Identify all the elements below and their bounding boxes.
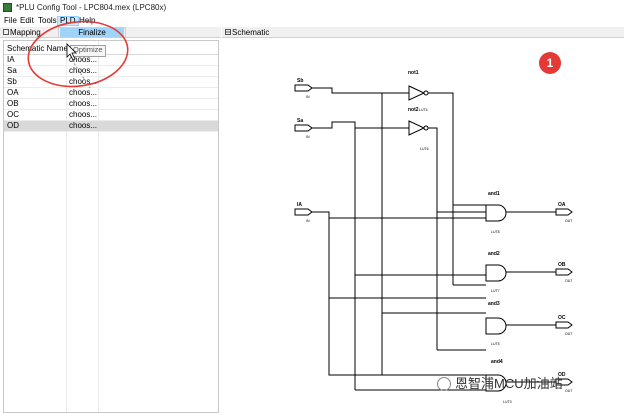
tab-schematic[interactable]: Schematic [224, 28, 269, 37]
menu-bar: File Edit Tools PLD Help [0, 15, 624, 27]
mapping-panel: Schematic Name IA choos... Sa choos... S… [3, 40, 219, 413]
column-divider [98, 41, 99, 412]
row-pin-select[interactable]: choos... [69, 99, 98, 108]
gate-label-not2: not2 [408, 107, 419, 113]
gate-label-and1: and1 [488, 191, 500, 197]
title-bar: *PLU Config Tool - LPC804.mex (LPC80x) [0, 0, 624, 15]
output-label-oa: OA [558, 202, 566, 208]
mapping-table-header: Schematic Name [4, 43, 218, 55]
and-gate-1 [485, 204, 507, 222]
schematic-tabbar: Schematic [222, 27, 624, 38]
lut-label-and2: LUT7 [491, 289, 500, 293]
row-pin-select[interactable]: choos... [69, 55, 98, 64]
not-gate-1 [408, 85, 426, 101]
column-header-schematic-name[interactable]: Schematic Name [7, 44, 68, 53]
lut-label-and4: LUT3 [503, 400, 512, 404]
not-gates [408, 85, 429, 136]
step-badge: 1 [539, 52, 561, 74]
highlight-ellipse [27, 20, 129, 88]
row-pin-select[interactable]: choos... [69, 77, 98, 86]
lut-label-not1: LUT4 [419, 108, 428, 112]
output-label-ob: OB [558, 262, 566, 268]
mapping-tab-icon [3, 29, 9, 35]
mouse-cursor-icon [66, 43, 91, 89]
and-gate-3 [485, 317, 507, 335]
app-icon [3, 3, 12, 12]
menu-file[interactable]: File [4, 16, 17, 25]
input-tag-ia: IN [306, 219, 310, 223]
table-row[interactable]: IA choos... [4, 55, 218, 66]
table-row[interactable]: OA choos... [4, 88, 218, 99]
watermark-text: 恩智浦MCU加油站 [455, 376, 563, 391]
input-ports [294, 84, 313, 216]
input-tag-sb: IN [306, 95, 310, 99]
mapping-tab-label: Mapping [10, 28, 41, 37]
table-row[interactable]: OD choos... [4, 121, 218, 132]
watermark: 恩智浦MCU加油站 [437, 374, 563, 394]
and-gate-2 [485, 264, 507, 282]
schematic-diagram[interactable]: Sb IN Sa IN IA IN not1 not2 LUT4 LUT6 an… [226, 40, 624, 413]
row-name: Sb [7, 77, 17, 86]
schematic-tab-label: Schematic [232, 28, 270, 37]
and-gate-4 [485, 374, 507, 392]
output-tag-ob: OUT [565, 279, 573, 283]
output-port-ob [555, 268, 573, 276]
output-port-oc [555, 321, 573, 329]
schematic-wires [310, 87, 556, 391]
lut-label-and3: LUT5 [491, 342, 500, 346]
input-label-ia: IA [297, 202, 302, 208]
table-row[interactable]: Sb choos... [4, 77, 218, 88]
output-port-oa [555, 208, 573, 216]
row-name: OB [7, 99, 19, 108]
lut-label-and1: LUT8 [491, 230, 500, 234]
column-divider [66, 41, 67, 412]
schematic-tab-icon [225, 29, 231, 35]
schematic-canvas[interactable]: Sb IN Sa IN IA IN not1 not2 LUT4 LUT6 an… [226, 40, 624, 413]
gate-label-and2: and2 [488, 251, 500, 257]
table-row[interactable]: Sa choos... [4, 66, 218, 77]
row-name: OC [7, 110, 19, 119]
and-gates [485, 204, 507, 392]
input-port-sa [294, 124, 313, 132]
input-label-sa: Sa [297, 118, 303, 124]
input-port-sb [294, 84, 313, 92]
tab-mapping[interactable]: Mapping [2, 28, 41, 37]
input-label-sb: Sb [297, 78, 303, 84]
table-row[interactable]: OB choos... [4, 99, 218, 110]
output-tag-od: OUT [565, 389, 573, 393]
gate-label-and3: and3 [488, 301, 500, 307]
row-name: OD [7, 121, 19, 130]
gate-label-not1: not1 [408, 70, 419, 76]
input-tag-sa: IN [306, 135, 310, 139]
menu-item-finalize[interactable]: Finalize [60, 28, 124, 37]
row-pin-select[interactable]: choos... [69, 66, 98, 75]
row-name: OA [7, 88, 19, 97]
gate-label-and4: and4 [491, 359, 503, 365]
row-pin-select[interactable]: choos... [69, 88, 98, 97]
row-pin-select[interactable]: choos... [69, 110, 98, 119]
lut-label-not2: LUT6 [420, 147, 429, 151]
output-ports [555, 208, 573, 386]
row-name: IA [7, 55, 15, 64]
row-pin-select[interactable]: choos... [69, 121, 98, 130]
menu-tools[interactable]: Tools [38, 16, 57, 25]
menu-edit[interactable]: Edit [20, 16, 34, 25]
table-row[interactable]: OC choos... [4, 110, 218, 121]
input-port-ia [294, 208, 313, 216]
output-port-od [555, 378, 573, 386]
wechat-icon [437, 377, 451, 391]
output-tag-oc: OUT [565, 332, 573, 336]
menu-help[interactable]: Help [79, 16, 96, 25]
not-gate-2 [408, 120, 426, 136]
row-name: Sa [7, 66, 17, 75]
output-label-od: OD [558, 372, 566, 378]
pld-dropdown-menu: Finalize [58, 27, 126, 38]
window-title: *PLU Config Tool - LPC804.mex (LPC80x) [16, 3, 167, 12]
output-tag-oa: OUT [565, 219, 573, 223]
output-label-oc: OC [558, 315, 566, 321]
